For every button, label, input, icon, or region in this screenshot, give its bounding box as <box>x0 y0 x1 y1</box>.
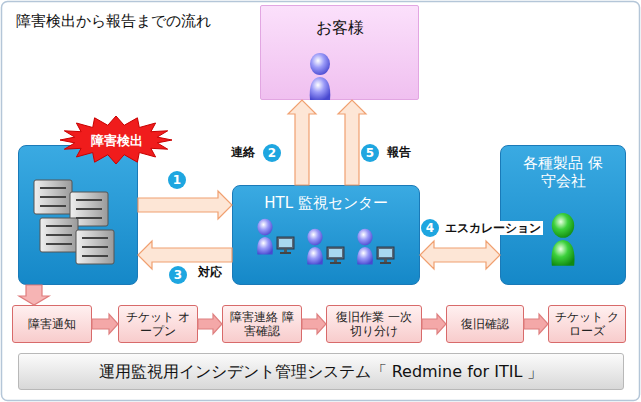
node-text: 各種製品 保守会社 <box>521 154 605 190</box>
block-arrow <box>524 314 548 334</box>
process-box: チケット オープン <box>118 305 198 343</box>
node-text: 復旧確認 <box>450 317 520 331</box>
text-stack: お客様 <box>261 6 418 37</box>
callout-number: 5 <box>361 144 379 162</box>
process-box: 復旧作業 一次切り分け <box>326 305 422 343</box>
callout-number: 3 <box>169 266 187 284</box>
customer-box: お客様 <box>260 5 419 100</box>
node-text: 復旧作業 一次切り分け <box>331 310 417 339</box>
alert-starburst <box>60 116 172 164</box>
server-slot <box>76 208 102 210</box>
pc-icon <box>377 247 394 264</box>
process-box: チケット クローズ <box>548 305 626 343</box>
node-text: 運用監視用インシデント管理システム「 Redmine for ITIL 」 <box>99 362 544 381</box>
node-text: 障害検出 <box>91 133 143 149</box>
block-arrow <box>138 191 232 219</box>
server-slot <box>40 205 66 207</box>
node-text: HTL 監視センター <box>233 194 419 212</box>
server-slot <box>46 234 72 236</box>
node-text: チケット クローズ <box>552 310 622 339</box>
server-slot <box>82 246 108 248</box>
monitoring-center-box: HTL 監視センター <box>232 185 420 285</box>
server-slot <box>46 243 72 245</box>
node-text: 障害通知 <box>17 317 87 331</box>
callout-number: 1 <box>168 171 186 189</box>
block-arrow <box>338 100 366 185</box>
block-arrow <box>198 314 222 334</box>
block-arrow <box>92 314 118 334</box>
pc-icon <box>277 237 294 254</box>
node-text: お客様 <box>261 18 418 37</box>
edge-label: 連絡 <box>229 145 257 159</box>
server-slot <box>82 255 108 257</box>
block-arrow <box>302 314 326 334</box>
operator-icon <box>257 219 273 255</box>
block-arrow <box>420 241 500 269</box>
text-stack: HTL 監視センター <box>233 186 419 212</box>
customer-icon <box>310 53 331 100</box>
edge-label: エスカレーション <box>443 221 543 235</box>
node-text: チケット オープン <box>123 310 193 339</box>
edge-label: 対応 <box>196 265 224 279</box>
block-arrow <box>19 285 49 305</box>
system-band: 運用監視用インシデント管理システム「 Redmine for ITIL 」 <box>18 353 624 390</box>
process-box: 障害連絡 障害確認 <box>222 305 302 343</box>
operator-icon <box>357 229 373 265</box>
edge-label: 報告 <box>385 145 413 159</box>
pc-icon <box>327 247 344 264</box>
text-stack: 各種製品 保守会社 <box>501 146 625 190</box>
server-slot <box>82 237 108 239</box>
process-box: 障害通知 <box>12 305 92 343</box>
diagram-title: 障害検出から報告までの流れ <box>16 12 211 31</box>
block-arrow <box>422 314 446 334</box>
vendor-icon <box>551 213 574 266</box>
server-rack-icon <box>34 180 114 264</box>
server-slot <box>46 225 72 227</box>
process-box: 復旧確認 <box>446 305 524 343</box>
server-slot <box>76 217 102 219</box>
server-slot <box>76 199 102 201</box>
server-slot <box>40 196 66 198</box>
callout-number: 4 <box>421 219 439 237</box>
node-text: 障害連絡 障害確認 <box>227 310 297 339</box>
block-arrow <box>288 100 316 185</box>
server-slot <box>40 187 66 189</box>
operator-icon <box>307 229 323 265</box>
callout-number: 2 <box>263 144 281 162</box>
